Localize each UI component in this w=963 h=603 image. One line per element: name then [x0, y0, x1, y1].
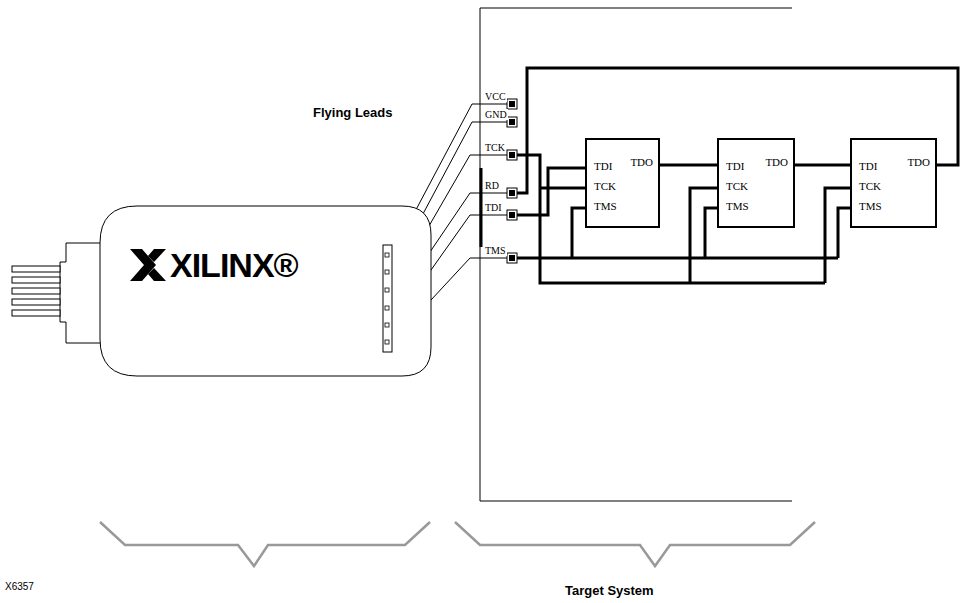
- signal-name: TDI: [484, 202, 503, 213]
- signal-name: GND: [484, 109, 508, 120]
- terminal-dot: [509, 255, 515, 261]
- signal-name: TMS: [484, 245, 507, 256]
- plug-tooth: [12, 266, 60, 272]
- pin-name: TDI: [726, 160, 744, 172]
- scan-chain-wire: [795, 164, 850, 167]
- signal-name: VCC: [484, 91, 507, 102]
- cable-plug: [12, 243, 100, 343]
- terminal-square: [507, 117, 517, 127]
- terminal-dot: [509, 212, 515, 218]
- terminal-square: [507, 150, 517, 160]
- plug-tooth: [12, 299, 60, 305]
- connector-pin: [385, 270, 389, 274]
- plug-tooth: [12, 288, 60, 294]
- pin-name: TDO: [765, 156, 788, 168]
- signal-name: TCK: [484, 142, 506, 153]
- brand-logo: XILINX®: [170, 247, 298, 283]
- jtag-wire: [517, 68, 958, 283]
- plug-tooth: [12, 277, 60, 283]
- logo-mark: [148, 249, 166, 281]
- connector-pin: [385, 288, 389, 292]
- pin-name: TDI: [859, 160, 877, 172]
- pin-name: TDO: [630, 156, 653, 168]
- terminal-square: [507, 253, 517, 263]
- jtag-device: TDI TCK TMS TDO: [850, 138, 937, 228]
- signal-name: RD: [484, 180, 500, 191]
- cable-body: XILINX®: [92, 205, 432, 377]
- terminal-square: [507, 210, 517, 220]
- terminal-dot: [509, 152, 515, 158]
- connector-pin: [385, 253, 389, 257]
- terminal-square: [507, 188, 517, 198]
- section-label: Target System: [565, 583, 654, 598]
- terminal-square: [507, 99, 517, 109]
- cable-outline: [92, 205, 432, 377]
- terminal-dot: [509, 101, 515, 107]
- cable-shape: [100, 206, 431, 376]
- pin-name: TMS: [726, 200, 749, 212]
- bracket: [100, 522, 815, 566]
- pin-name: TDI: [594, 160, 612, 172]
- scan-chain-wire: [660, 164, 717, 167]
- terminal-dot: [509, 119, 515, 125]
- callout-label: Flying Leads: [313, 105, 392, 120]
- plug-tooth: [12, 310, 60, 316]
- connector-pin: [385, 340, 389, 344]
- pin-name: TMS: [594, 200, 617, 212]
- pin-name: TCK: [594, 180, 616, 192]
- pin-name: TDO: [907, 156, 930, 168]
- terminal-dot: [509, 190, 515, 196]
- connector-pin: [385, 306, 389, 310]
- board-edge-mark: [480, 168, 483, 247]
- cable-connector: [383, 245, 392, 352]
- jtag-device: TDI TCK TMS TDO: [585, 138, 660, 228]
- jtag-device: TDI TCK TMS TDO: [717, 138, 795, 228]
- figure-number: X6357: [5, 581, 34, 593]
- connector-pin: [385, 323, 389, 327]
- pin-name: TCK: [726, 180, 748, 192]
- pin-name: TMS: [859, 200, 882, 212]
- pin-name: TCK: [859, 180, 881, 192]
- terminal: [507, 99, 517, 263]
